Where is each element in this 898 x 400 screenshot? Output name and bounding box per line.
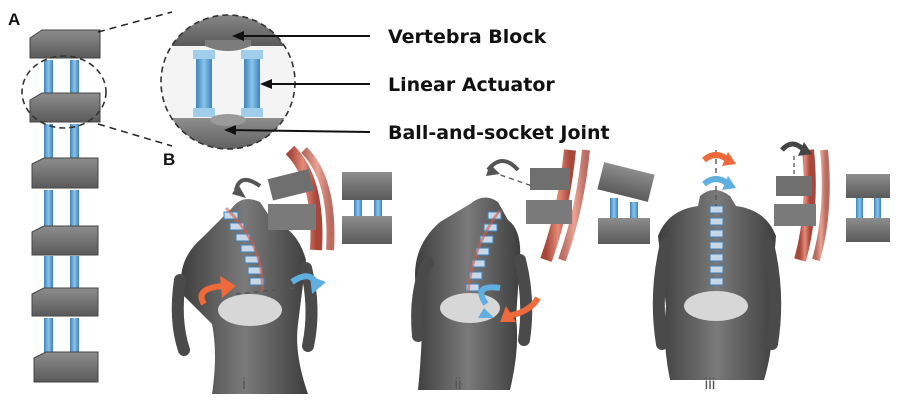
sublabel-iii: iii [705,376,716,393]
block-pair-ii [597,162,655,202]
block-pair-iii [846,174,890,198]
pelvis-iii [684,291,748,321]
zoom-connector-top [97,11,173,33]
callout-linear-actuator: Linear Actuator [388,74,555,96]
block-pair-i [342,172,392,200]
pelvis-i [218,294,282,326]
motion-lateral-bending [171,145,392,394]
spine-column [21,29,107,383]
motion-flexion [411,149,655,390]
rotation-arrow-blue-ii [478,284,501,306]
callout-ball-and-socket-joint: Ball-and-socket Joint [388,122,610,144]
motion-axial-rotation [652,141,890,380]
panel-label-a: A [8,10,20,29]
sublabel-i: i [242,376,246,393]
rotation-arrow-blue-iii [702,176,730,187]
sublabel-ii: ii [454,376,461,393]
zoom-region [21,55,107,129]
callout-vertebra-block: Vertebra Block [388,26,547,48]
pelvis-ii [440,293,500,323]
spine-segments-iii [709,205,724,286]
zoom-connector-bottom [97,123,173,147]
rotation-arrow-orange-i [198,283,225,306]
panel-label-b: B [163,150,175,169]
callout-arrows [224,31,371,135]
linear-actuator [44,60,79,354]
rotation-arrow-dark-iii [780,141,806,152]
vertebra-block [29,29,101,383]
spine-segments-i [223,211,265,286]
